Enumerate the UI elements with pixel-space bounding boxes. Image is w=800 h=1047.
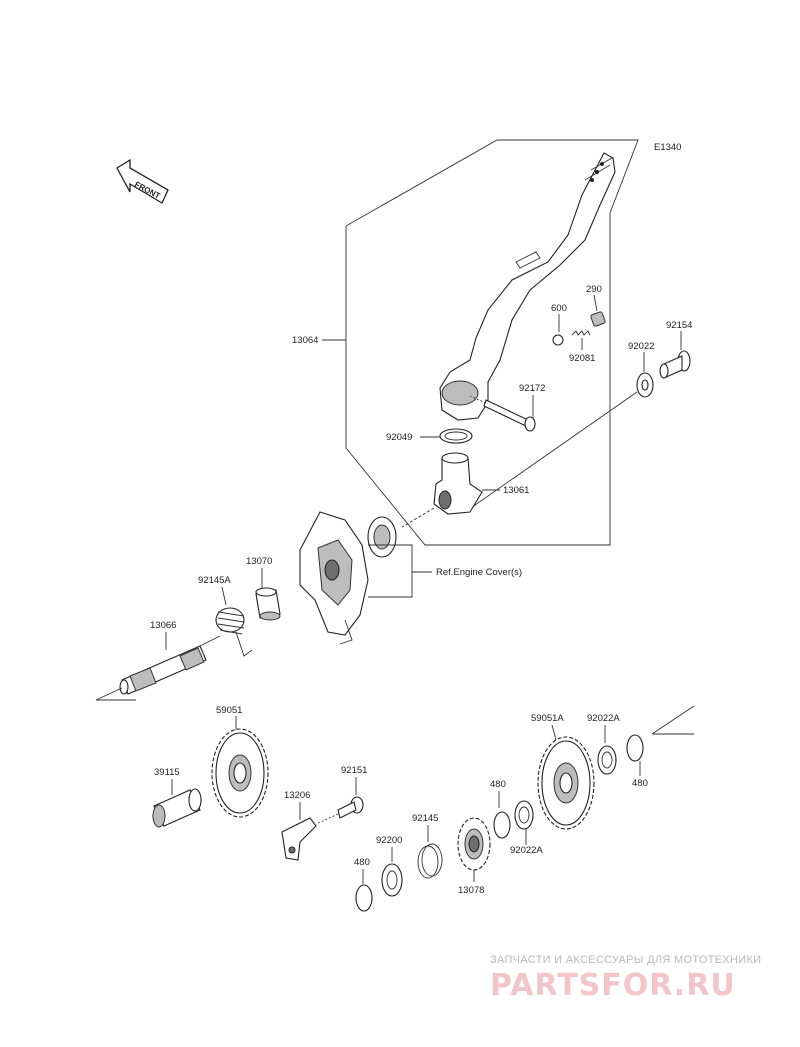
assembly-outline (345, 139, 639, 546)
spring-92145A (215, 607, 253, 657)
label-92049: 92049 (386, 432, 412, 443)
engine-cover-ref (299, 511, 369, 645)
label-92022A-a: 92022A (510, 845, 543, 856)
gear-59051A (537, 736, 595, 830)
label-480-b: 480 (490, 779, 506, 790)
kick-pedal-lever (439, 152, 616, 421)
shaft-13066 (119, 635, 221, 695)
label-92022: 92022 (628, 341, 654, 352)
bolt-92172 (469, 395, 536, 432)
label-13064: 13064 (292, 335, 318, 346)
collar-13070 (255, 587, 281, 621)
boss-13061 (433, 452, 483, 515)
svg-text:PARTSFOR.RU: PARTSFOR.RU (490, 968, 736, 1003)
gear-59051 (211, 728, 269, 818)
label-600: 600 (551, 303, 567, 314)
label-59051: 59051 (216, 705, 242, 716)
label-480-c: 480 (632, 778, 648, 789)
label-13078: 13078 (458, 885, 484, 896)
label-13206: 13206 (284, 790, 310, 801)
front-arrow-icon: FRONT (116, 158, 169, 204)
label-92200: 92200 (376, 835, 402, 846)
collar-39115 (152, 788, 202, 828)
label-92145: 92145 (412, 813, 438, 824)
label-92154: 92154 (666, 320, 692, 331)
label-39115: 39115 (154, 767, 180, 778)
bolt-92151 (315, 796, 364, 825)
label-92151: 92151 (341, 765, 367, 776)
watermark: ЗАПЧАСТИ И АКСЕССУАРЫ ДЛЯ МОТОТЕХНИКИ PA… (490, 954, 761, 1003)
label-ref-engine-cover: Ref.Engine Cover(s) (436, 567, 522, 578)
label-92145A: 92145A (198, 575, 231, 586)
label-13061: 13061 (503, 485, 529, 496)
label-92022A-b: 92022A (587, 713, 620, 724)
label-13066: 13066 (150, 620, 176, 631)
label-59051A: 59051A (531, 713, 564, 724)
label-480-a: 480 (354, 857, 370, 868)
svg-text:ЗАПЧАСТИ И АКСЕССУАРЫ ДЛЯ МОТО: ЗАПЧАСТИ И АКСЕССУАРЫ ДЛЯ МОТОТЕХНИКИ (490, 954, 761, 966)
label-13070: 13070 (246, 556, 272, 567)
label-92172: 92172 (519, 383, 545, 394)
bolt-92154 (659, 350, 691, 379)
guide-13206 (281, 817, 317, 861)
label-92081: 92081 (569, 353, 595, 364)
spring-92145 (417, 843, 443, 879)
ratchet-13078 (457, 817, 491, 871)
label-290: 290 (586, 284, 602, 295)
oil-seal (367, 516, 397, 558)
diagram-code: E1340 (654, 142, 681, 153)
